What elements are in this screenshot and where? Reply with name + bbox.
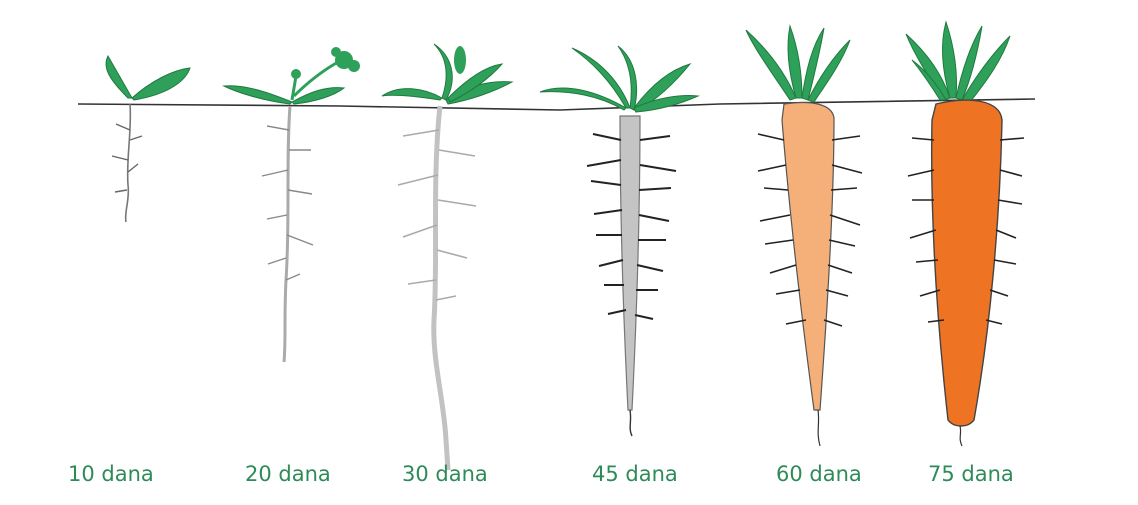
stage-label-10: 10 dana [68, 462, 154, 486]
plant-stage-75 [906, 22, 1024, 446]
carrot-root-grey [620, 116, 640, 410]
soil-surface-line [78, 99, 1035, 110]
taproot [126, 104, 131, 222]
taproot [284, 106, 290, 362]
stage-label-45: 45 dana [592, 462, 678, 486]
seedling-leaves [106, 56, 132, 98]
carrot-root-orange [932, 100, 1002, 426]
stage-label-20: 20 dana [245, 462, 331, 486]
taproot [434, 106, 448, 470]
plant-stage-10 [106, 56, 190, 222]
plant-stage-60 [746, 26, 862, 446]
plant-stage-20 [224, 47, 360, 362]
carrot-root-pale [782, 103, 834, 410]
plant-stage-45 [540, 46, 698, 436]
stage-label-30: 30 dana [402, 462, 488, 486]
stage-label-60: 60 dana [776, 462, 862, 486]
stage-label-75: 75 dana [928, 462, 1014, 486]
